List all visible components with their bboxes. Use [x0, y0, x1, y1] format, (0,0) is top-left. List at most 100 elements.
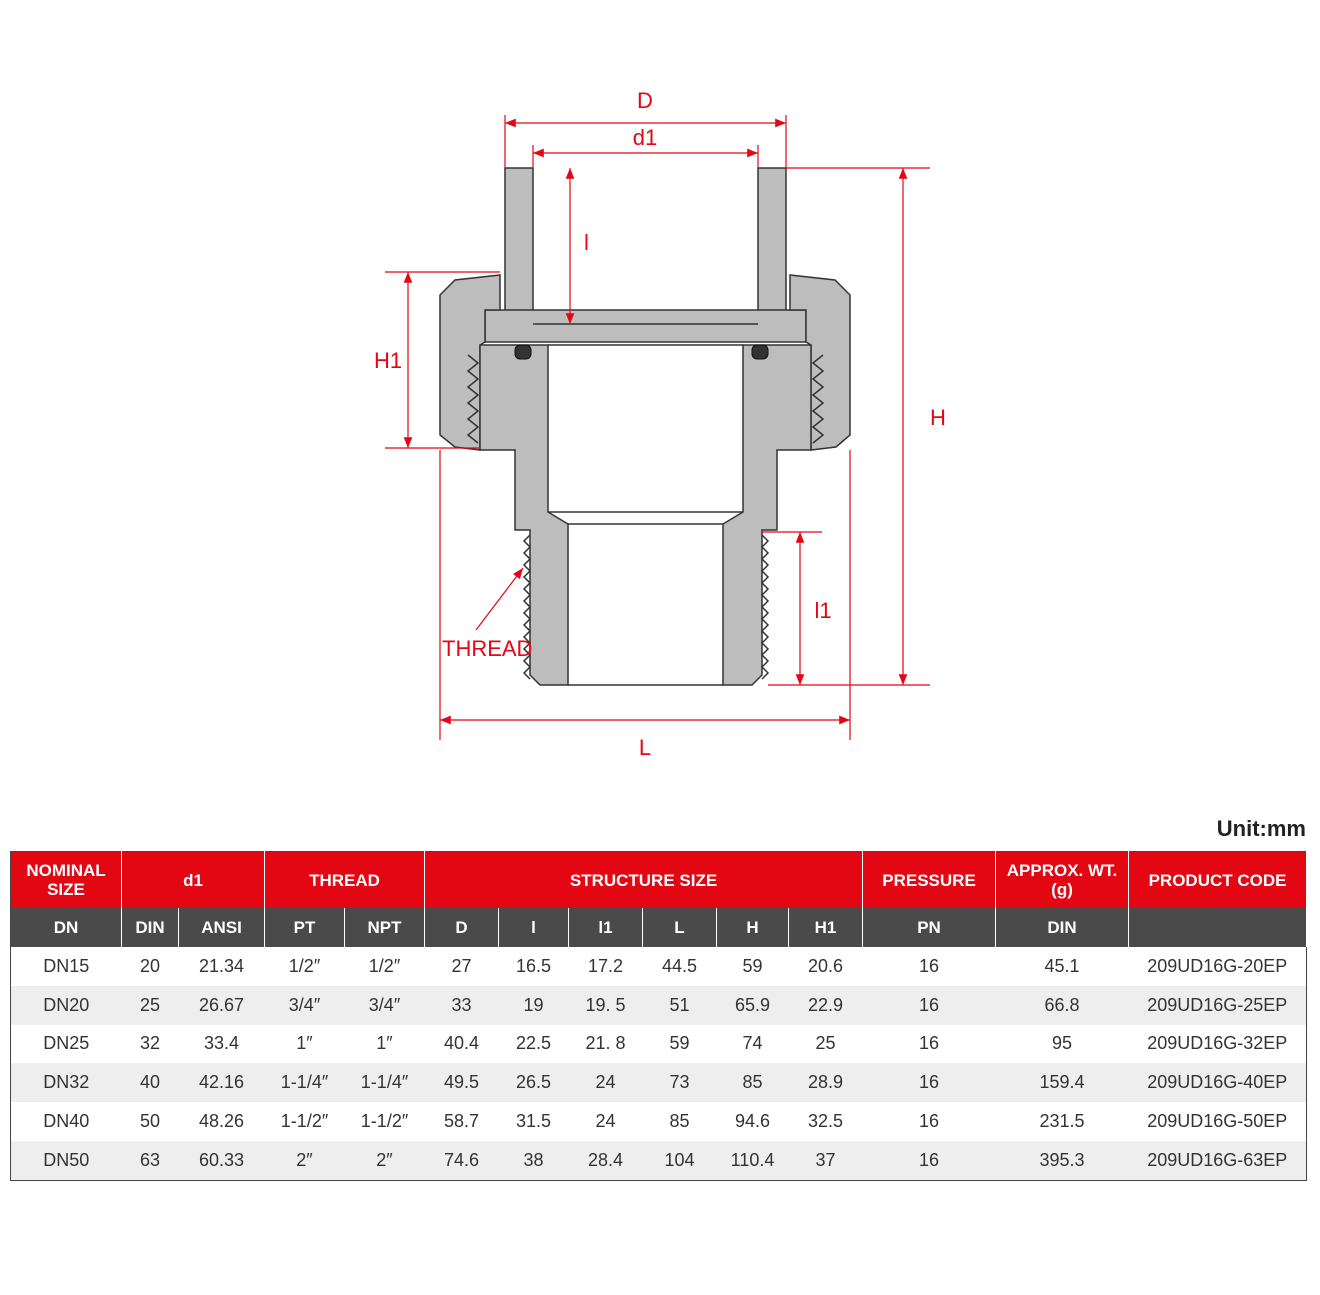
table-cell: 59 — [742, 955, 763, 976]
table-cell: DN50 — [10, 1140, 122, 1181]
table-cell: 209UD16G-63EP — [1128, 1140, 1307, 1181]
table-cell: 73 — [642, 1063, 717, 1103]
table-cell: 22.5 — [515, 1033, 552, 1054]
table-cell: DN20 — [10, 985, 122, 1025]
table-cell: 32.5 — [807, 1111, 844, 1132]
table-cell: 94.6 — [734, 1111, 771, 1132]
table-cell: 209UD16G-32EP — [1147, 1033, 1288, 1054]
table-cell: 25 — [815, 1033, 836, 1054]
table-cell: 1-1/2″ — [280, 1111, 329, 1132]
table-cell: 16.5 — [515, 955, 552, 976]
table-cell: 20.6 — [807, 955, 844, 976]
fitting-body — [439, 167, 851, 686]
table-cell: 44.5 — [661, 955, 698, 976]
label-D: D — [637, 88, 653, 113]
table-cell: 28.4 — [568, 1140, 643, 1181]
table-cell: 32 — [139, 1033, 161, 1054]
table-cell: 2″ — [344, 1140, 425, 1181]
table-cell: 110.4 — [716, 1140, 789, 1181]
header-group: THREAD — [264, 851, 425, 908]
table-cell: 1″ — [376, 1033, 393, 1054]
table-cell: 40 — [121, 1063, 179, 1103]
table-cell: 19. 5 — [568, 985, 643, 1025]
union-fitting-diagram: D d1 l H1 H l1 THREAD L — [374, 88, 946, 760]
table-cell: 95 — [1052, 1033, 1073, 1054]
table-cell: 19 — [498, 985, 569, 1025]
table-cell: 63 — [121, 1140, 179, 1181]
table-cell: 16 — [919, 955, 940, 976]
table-cell: 3/4″ — [264, 985, 345, 1025]
label-H: H — [930, 405, 946, 430]
header-group: APPROX. WT.(g) — [995, 851, 1130, 908]
header-group: PRESSURE — [862, 851, 997, 908]
table-cell: DN32 — [10, 1063, 122, 1103]
table-cell: 20 — [139, 955, 161, 976]
table-cell: 85 — [716, 1063, 789, 1103]
table-cell: 74 — [742, 1033, 763, 1054]
table-cell: 1-1/2″ — [360, 1111, 409, 1132]
table-cell: 209UD16G-20EP — [1147, 955, 1288, 976]
table-cell: 21.34 — [198, 955, 245, 976]
table-cell: 28.9 — [788, 1063, 863, 1103]
table-cell: DN25 — [43, 1033, 90, 1054]
table-cell: 59 — [669, 1033, 690, 1054]
table-cell: 159.4 — [995, 1063, 1129, 1103]
table-cell: 209UD16G-40EP — [1128, 1063, 1307, 1103]
table-cell: 37 — [788, 1140, 863, 1181]
table-cell: 1-1/4″ — [344, 1063, 425, 1103]
table-cell: 31.5 — [515, 1111, 552, 1132]
table-cell: 24 — [595, 1111, 616, 1132]
sub-header: NPT — [344, 908, 425, 947]
table-cell: 16 — [919, 1033, 940, 1054]
unit-label: Unit:mm — [1216, 816, 1306, 841]
male-threads — [522, 534, 770, 680]
table-cell: 104 — [642, 1140, 717, 1181]
table-cell: 33 — [424, 985, 499, 1025]
sub-header: l — [498, 908, 569, 947]
table-cell: 16 — [862, 1063, 996, 1103]
dimension-lines — [385, 115, 930, 740]
sub-header: DIN — [121, 908, 179, 947]
table-cell: 16 — [862, 985, 996, 1025]
sub-header: DN — [10, 908, 122, 947]
table-cell: 42.16 — [178, 1063, 265, 1103]
table-cell: 3/4″ — [344, 985, 425, 1025]
table-cell: 16 — [919, 1111, 940, 1132]
table-cell: 2″ — [264, 1140, 345, 1181]
label-thread: THREAD — [442, 636, 532, 661]
table-cell: 25 — [121, 985, 179, 1025]
table-cell: 209UD16G-50EP — [1147, 1111, 1288, 1132]
table-cell: 22.9 — [788, 985, 863, 1025]
header-group: NOMINAL SIZE — [10, 851, 122, 908]
table-cell: 38 — [498, 1140, 569, 1181]
table-cell: 85 — [669, 1111, 690, 1132]
table-cell: 40.4 — [443, 1033, 480, 1054]
table-cell: 231.5 — [1039, 1111, 1085, 1132]
table-cell: 26.5 — [498, 1063, 569, 1103]
table-cell: DN15 — [43, 955, 90, 976]
table-cell: 16 — [862, 1140, 996, 1181]
union-threads — [466, 354, 825, 444]
sub-header: H1 — [788, 908, 864, 947]
sub-header: PT — [264, 908, 345, 947]
table-cell: 66.8 — [995, 985, 1129, 1025]
sub-header — [1128, 908, 1308, 947]
table-cell: 65.9 — [716, 985, 789, 1025]
table-cell: 1-1/4″ — [264, 1063, 345, 1103]
sub-header: D — [424, 908, 499, 947]
table-cell: 17.2 — [587, 955, 624, 976]
label-L: L — [639, 735, 651, 760]
dimension-labels: D d1 l H1 H l1 THREAD L — [374, 88, 946, 760]
header-group: STRUCTURE SIZE — [424, 851, 864, 908]
label-l1: l1 — [814, 598, 831, 623]
table-cell: 45.1 — [1044, 955, 1080, 976]
label-H1: H1 — [374, 348, 402, 373]
table-cell: 33.4 — [203, 1033, 240, 1054]
